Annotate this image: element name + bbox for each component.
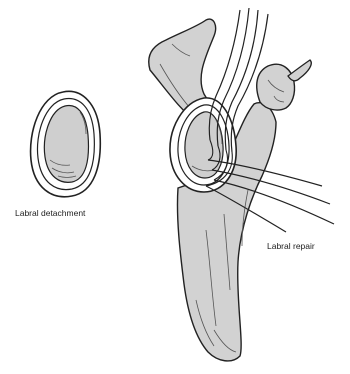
labral-repair-label: Labral repair: [267, 242, 315, 251]
glenoid-detachment-illustration: [31, 91, 101, 196]
scapula-illustration: [149, 8, 334, 361]
coracoid-tip: [288, 60, 311, 81]
coracoid-process: [257, 64, 295, 110]
labral-detachment-label: Labral detachment: [15, 209, 85, 218]
